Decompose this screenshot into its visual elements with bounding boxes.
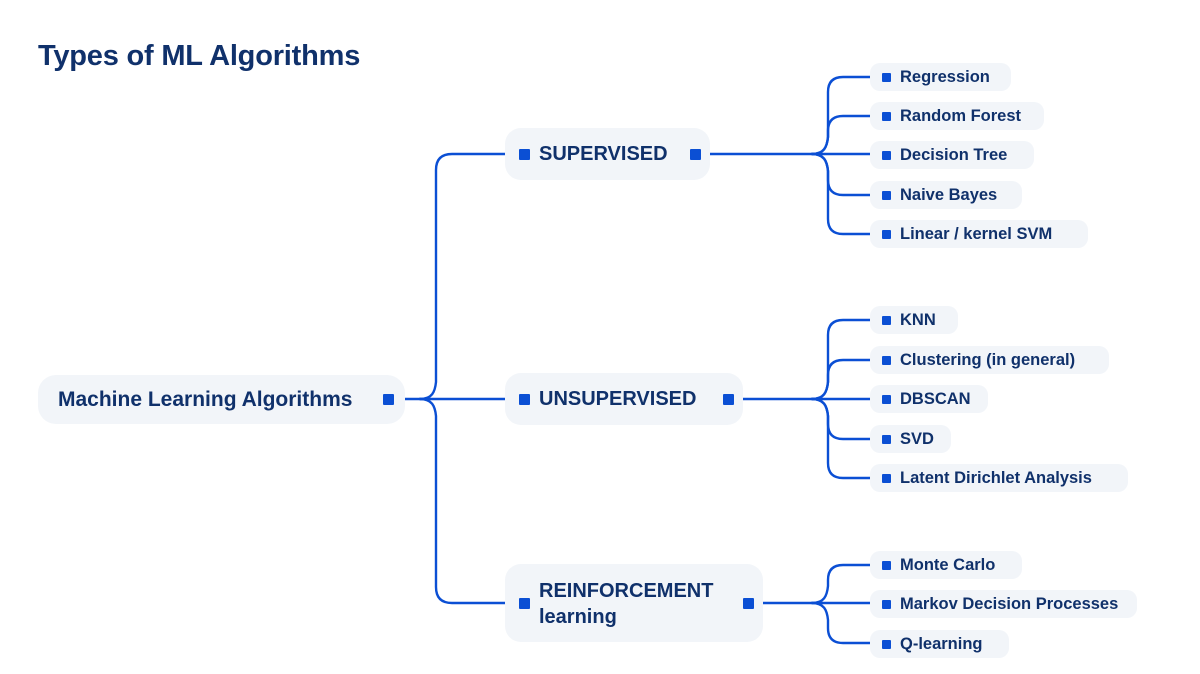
connector-marker-unsupervised-out bbox=[723, 394, 734, 405]
connector-marker-supervised-out bbox=[690, 149, 701, 160]
node-leaf-clustering-label: Clustering (in general) bbox=[900, 350, 1076, 369]
connector-marker-mdp bbox=[882, 600, 891, 609]
connector-marker-svd bbox=[882, 435, 891, 444]
node-branch-reinforcement[interactable]: REINFORCEMENT learning bbox=[505, 564, 763, 642]
node-branch-unsupervised[interactable]: UNSUPERVISED bbox=[505, 373, 743, 425]
node-leaf-linear-kernel-svm-label: Linear / kernel SVM bbox=[900, 224, 1053, 243]
node-leaf-mdp[interactable]: Markov Decision Processes bbox=[870, 590, 1137, 618]
node-leaf-regression[interactable]: Regression bbox=[870, 63, 1011, 91]
connector-marker-decision-tree bbox=[882, 151, 891, 160]
connector-marker-clustering bbox=[882, 356, 891, 365]
node-leaf-regression-label: Regression bbox=[900, 67, 990, 86]
node-branch-supervised[interactable]: SUPERVISED bbox=[505, 128, 710, 180]
connector-marker-reinforcement-out bbox=[743, 598, 754, 609]
connector-marker-root bbox=[383, 394, 394, 405]
node-leaf-decision-tree-label: Decision Tree bbox=[900, 145, 1008, 164]
node-leaf-svd-label: SVD bbox=[900, 429, 934, 448]
connector-marker-regression bbox=[882, 73, 891, 82]
node-leaf-monte-carlo-label: Monte Carlo bbox=[900, 555, 996, 574]
connector-marker-lda bbox=[882, 474, 891, 483]
node-leaf-random-forest[interactable]: Random Forest bbox=[870, 102, 1044, 130]
link-root-supervised bbox=[418, 152, 514, 401]
connector-marker-reinforcement-in bbox=[519, 598, 530, 609]
node-leaf-clustering[interactable]: Clustering (in general) bbox=[870, 346, 1109, 374]
connector-marker-unsupervised-in bbox=[519, 394, 530, 405]
node-branch-supervised-label: SUPERVISED bbox=[539, 142, 668, 165]
node-root[interactable]: Machine Learning Algorithms bbox=[38, 375, 405, 424]
node-leaf-naive-bayes[interactable]: Naive Bayes bbox=[870, 181, 1022, 209]
node-leaf-lda[interactable]: Latent Dirichlet Analysis bbox=[870, 464, 1128, 492]
node-leaf-mdp-label: Markov Decision Processes bbox=[900, 594, 1119, 613]
connector-marker-supervised-in bbox=[519, 149, 530, 160]
node-leaf-monte-carlo[interactable]: Monte Carlo bbox=[870, 551, 1022, 579]
node-leaf-linear-kernel-svm[interactable]: Linear / kernel SVM bbox=[870, 220, 1088, 248]
node-leaf-lda-label: Latent Dirichlet Analysis bbox=[900, 468, 1092, 487]
node-leaf-q-learning-label: Q-learning bbox=[900, 634, 983, 653]
node-leaf-naive-bayes-label: Naive Bayes bbox=[900, 185, 998, 204]
connector-marker-linear-kernel-svm bbox=[882, 230, 891, 239]
node-leaf-dbscan-label: DBSCAN bbox=[900, 389, 971, 408]
node-root-label: Machine Learning Algorithms bbox=[58, 387, 353, 411]
node-leaf-q-learning[interactable]: Q-learning bbox=[870, 630, 1009, 658]
connector-marker-naive-bayes bbox=[882, 191, 891, 200]
connector-marker-monte-carlo bbox=[882, 561, 891, 570]
node-leaf-knn-label: KNN bbox=[900, 310, 936, 329]
node-branch-reinforcement-label-line2: learning bbox=[539, 606, 617, 629]
node-leaf-svd[interactable]: SVD bbox=[870, 425, 951, 453]
connector-marker-q-learning bbox=[882, 640, 891, 649]
node-branch-unsupervised-label: UNSUPERVISED bbox=[539, 387, 697, 410]
connector-marker-dbscan bbox=[882, 395, 891, 404]
node-branch-reinforcement-label-line1: REINFORCEMENT bbox=[539, 580, 714, 602]
node-leaf-random-forest-label: Random Forest bbox=[900, 106, 1022, 125]
link-root-reinforcement bbox=[418, 397, 514, 605]
node-leaf-decision-tree[interactable]: Decision Tree bbox=[870, 141, 1034, 169]
connector-marker-random-forest bbox=[882, 112, 891, 121]
connector-marker-knn bbox=[882, 316, 891, 325]
page-title: Types of ML Algorithms bbox=[38, 40, 361, 72]
